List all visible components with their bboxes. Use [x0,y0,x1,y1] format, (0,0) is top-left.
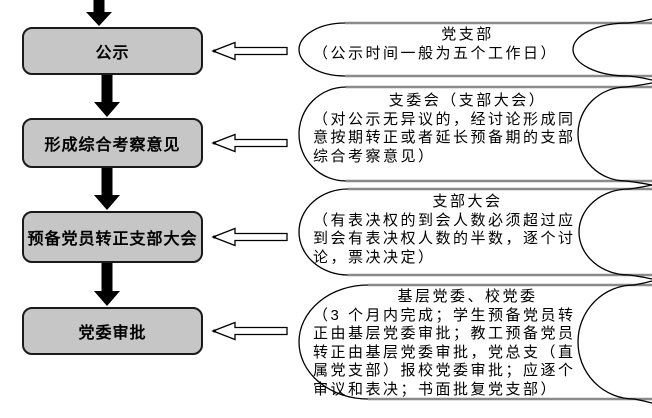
flow-arrow-meeting-to-approval [94,263,120,306]
flow-arrow-review-to-meeting [94,168,120,210]
annotation-shape-2 [298,82,652,186]
annotation-3-title: 支部大会 [432,193,503,210]
annotation-2-body: （对公示无异议的，经讨论形成同 意按期转正或者延长预备期的支部 综合考察意见） [313,110,576,165]
callout-arrow-3 [211,227,288,247]
flow-box-branch-meeting: 预备党员转正支部大会 [22,211,203,263]
flow-arrow-publicity-to-review [94,75,120,117]
flow-box-branch-meeting-label: 预备党员转正支部大会 [27,231,198,248]
flow-arrow-into-publicity [86,0,112,26]
flow-box-publicity: 公示 [22,27,203,75]
annotation-2-title: 支委会（支部大会） [388,92,547,109]
flow-box-committee-approval-label: 党委审批 [78,325,147,342]
annotation-1-title: 党支部 [441,26,494,43]
annotation-4-title: 基层党委、校党委 [397,288,538,305]
annotation-3-body: （有表决权的到会人数必须超过应 到会有表决权人数的半数，逐个讨 论，票决决定） [313,211,576,266]
flow-box-comprehensive-review-label: 形成综合考察意见 [44,137,181,154]
flow-box-comprehensive-review: 形成综合考察意见 [22,118,203,168]
annotation-4: 基层党委、校党委 （3 个月内完成；学生预备党员转 正由基层党委审批；教工预备党… [300,288,635,399]
annotation-1-body: （公示时间一般为五个工作日） [313,44,559,62]
annotation-shape-3 [298,184,652,280]
annotation-1: 党支部 （公示时间一般为五个工作日） [300,26,635,63]
flow-box-committee-approval: 党委审批 [22,307,203,355]
callout-arrow-1 [211,41,288,61]
annotation-shape-1 [298,18,652,81]
callout-arrow-4 [211,321,288,341]
flow-box-publicity-label: 公示 [95,45,130,62]
annotation-2: 支委会（支部大会） （对公示无异议的，经讨论形成同 意按期转正或者延长预备期的支… [300,92,635,166]
callout-arrow-2 [211,133,288,153]
annotation-3: 支部大会 （有表决权的到会人数必须超过应 到会有表决权人数的半数，逐个讨 论，票… [300,193,635,267]
annotation-4-body: （3 个月内完成；学生预备党员转 正由基层党委审批；教工预备党员 转正由基层党委… [313,306,576,398]
annotation-shape-4 [298,280,652,404]
